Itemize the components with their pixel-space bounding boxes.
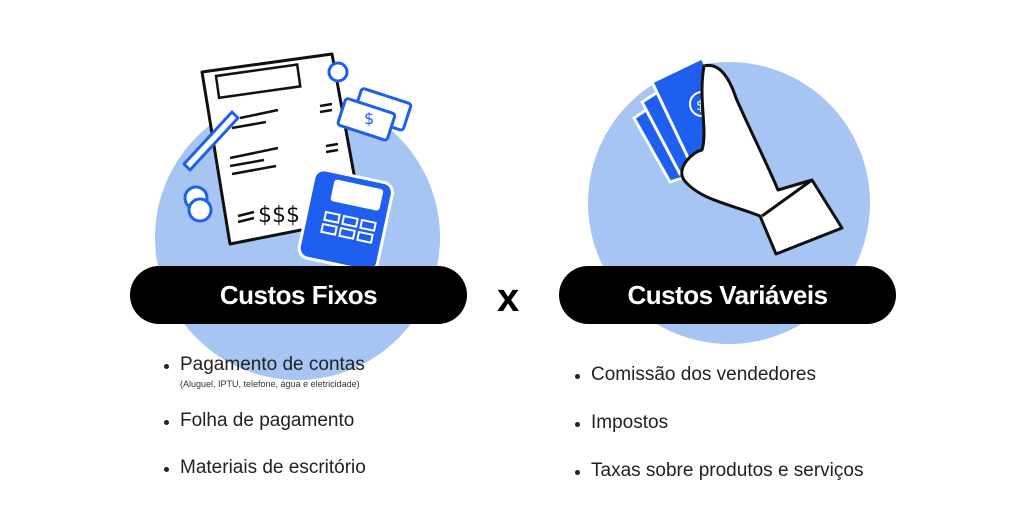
variable-costs-list: Comissão dos vendedores Impostos Taxas s…: [575, 364, 863, 482]
list-item: Taxas sobre produtos e serviços: [575, 460, 863, 483]
dollar-text: $: [364, 109, 374, 128]
list-item-label: Comissão dos vendedores: [591, 364, 816, 385]
bill-calculator-illustration: $$$ $: [182, 52, 413, 273]
bill-dollar-text: $: [696, 98, 705, 114]
list-item-subtext: (Aluguel, IPTU, telefone, água e eletric…: [180, 378, 360, 389]
list-item-label: Folha de pagamento: [180, 409, 355, 431]
list-item-label: Taxas sobre produtos e serviços: [591, 459, 864, 481]
fixed-costs-title: Custos Fixos: [130, 266, 467, 324]
list-item-label: Impostos: [591, 411, 669, 433]
list-item: Impostos: [575, 412, 863, 435]
versus-separator: x: [497, 276, 520, 320]
list-item: Comissão dos vendedores: [575, 364, 863, 387]
list-item: Pagamento de contas (Aluguel, IPTU, tele…: [164, 354, 366, 390]
list-item-label: Materiais de escritório: [180, 457, 366, 479]
list-item-label: Pagamento de contas: [180, 354, 365, 375]
list-item: Folha de pagamento: [164, 410, 366, 433]
variable-costs-title: Custos Variáveis: [559, 266, 896, 324]
fixed-costs-list: Pagamento de contas (Aluguel, IPTU, tele…: [164, 354, 366, 480]
list-item: Materiais de escritório: [164, 457, 366, 480]
hand-money-illustration: $: [632, 56, 844, 256]
dollars-text: $$$: [258, 203, 300, 228]
